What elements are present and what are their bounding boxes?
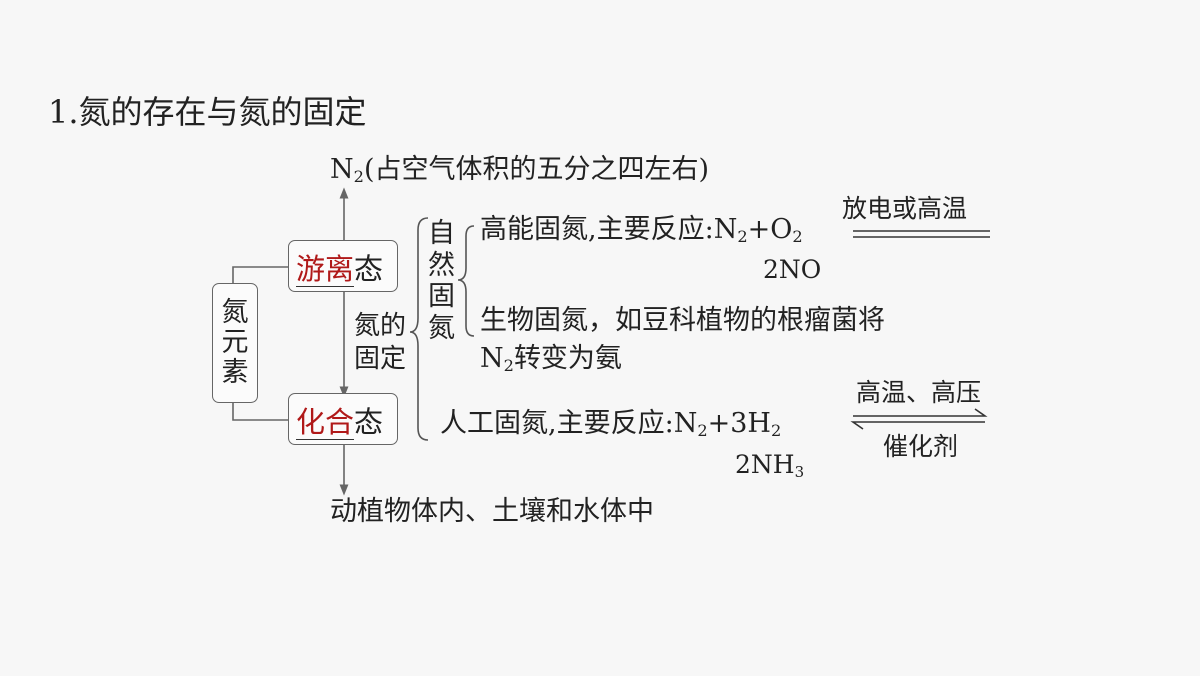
combined-state-suffix: 态 (354, 405, 384, 439)
artificial-h-sub: 2 (770, 421, 782, 441)
artificial-condition-top: 高温、高压 (856, 378, 982, 407)
n2-air-label: N2(占空气体积的五分之四左右) (330, 156, 709, 185)
biological-text: 转变为氨 (513, 343, 622, 374)
high-energy-o: O (770, 214, 793, 245)
high-energy-n-sub: 2 (737, 227, 748, 247)
artificial-product: 2NH3 (735, 452, 804, 480)
free-state-highlight: 游离 (296, 252, 355, 287)
natural-fixation-label: 自 然 固 氮 (428, 218, 455, 344)
high-energy-o-sub: 2 (792, 227, 803, 247)
n2-subscript: 2 (353, 167, 364, 187)
element-char-3: 素 (221, 357, 249, 389)
high-energy-line: 高能固氮,主要反应:N2+O2 (480, 216, 803, 245)
element-char-1: 氮 (221, 296, 249, 328)
reversible-arrow-backward (850, 421, 985, 430)
high-energy-condition: 放电或高温 (842, 194, 968, 223)
combined-state-box: 化合态 (288, 393, 398, 445)
element-box: 氮 元 素 (212, 283, 258, 403)
organisms-label: 动植物体内、土壤和水体中 (330, 496, 654, 527)
natural-char-4: 氮 (428, 312, 455, 344)
n2-description: (占空气体积的五分之四左右) (363, 154, 710, 185)
connector-element-free (232, 266, 288, 283)
brace-fixation (409, 217, 429, 441)
artificial-n: N (673, 408, 698, 439)
biological-n-sub: 2 (503, 356, 514, 376)
n2-symbol: N (330, 154, 354, 185)
natural-char-1: 自 (428, 218, 455, 249)
biological-line1: 生物固氮，如豆科植物的根瘤菌将 (480, 305, 885, 336)
natural-char-3: 固 (428, 281, 455, 313)
high-energy-product: 2NO (763, 255, 822, 284)
natural-char-2: 然 (428, 249, 455, 281)
artificial-plus-h: +3H (707, 408, 771, 439)
free-state-suffix: 态 (354, 252, 384, 286)
brace-natural (457, 225, 475, 337)
reversible-arrow-forward (853, 408, 988, 417)
page-title: 1.氮的存在与氮的固定 (48, 93, 367, 131)
free-state-box: 游离态 (288, 240, 398, 292)
fixation-label-line2: 固定 (354, 343, 407, 374)
high-energy-text: 高能固氮,主要反应: (480, 214, 714, 245)
fixation-label-line1: 氮的 (354, 311, 407, 341)
combined-state-highlight: 化合 (296, 405, 355, 440)
artificial-line: 人工固氮,主要反应:N2+3H2 (440, 410, 781, 439)
high-energy-plus: + (747, 214, 771, 245)
artificial-product-sub: 3 (794, 462, 805, 481)
high-energy-n: N (713, 214, 738, 245)
artificial-n-sub: 2 (697, 421, 708, 441)
element-char-2: 元 (221, 326, 249, 358)
fixation-label: 氮的 固定 (354, 310, 414, 375)
biological-line2: N2转变为氨 (480, 345, 622, 374)
artificial-text: 人工固氮,主要反应: (440, 408, 674, 439)
artificial-condition-bottom: 催化剂 (883, 432, 959, 461)
connector-element-combined (232, 402, 288, 421)
artificial-product-text: 2NH (735, 450, 795, 479)
biological-n: N (480, 343, 504, 374)
